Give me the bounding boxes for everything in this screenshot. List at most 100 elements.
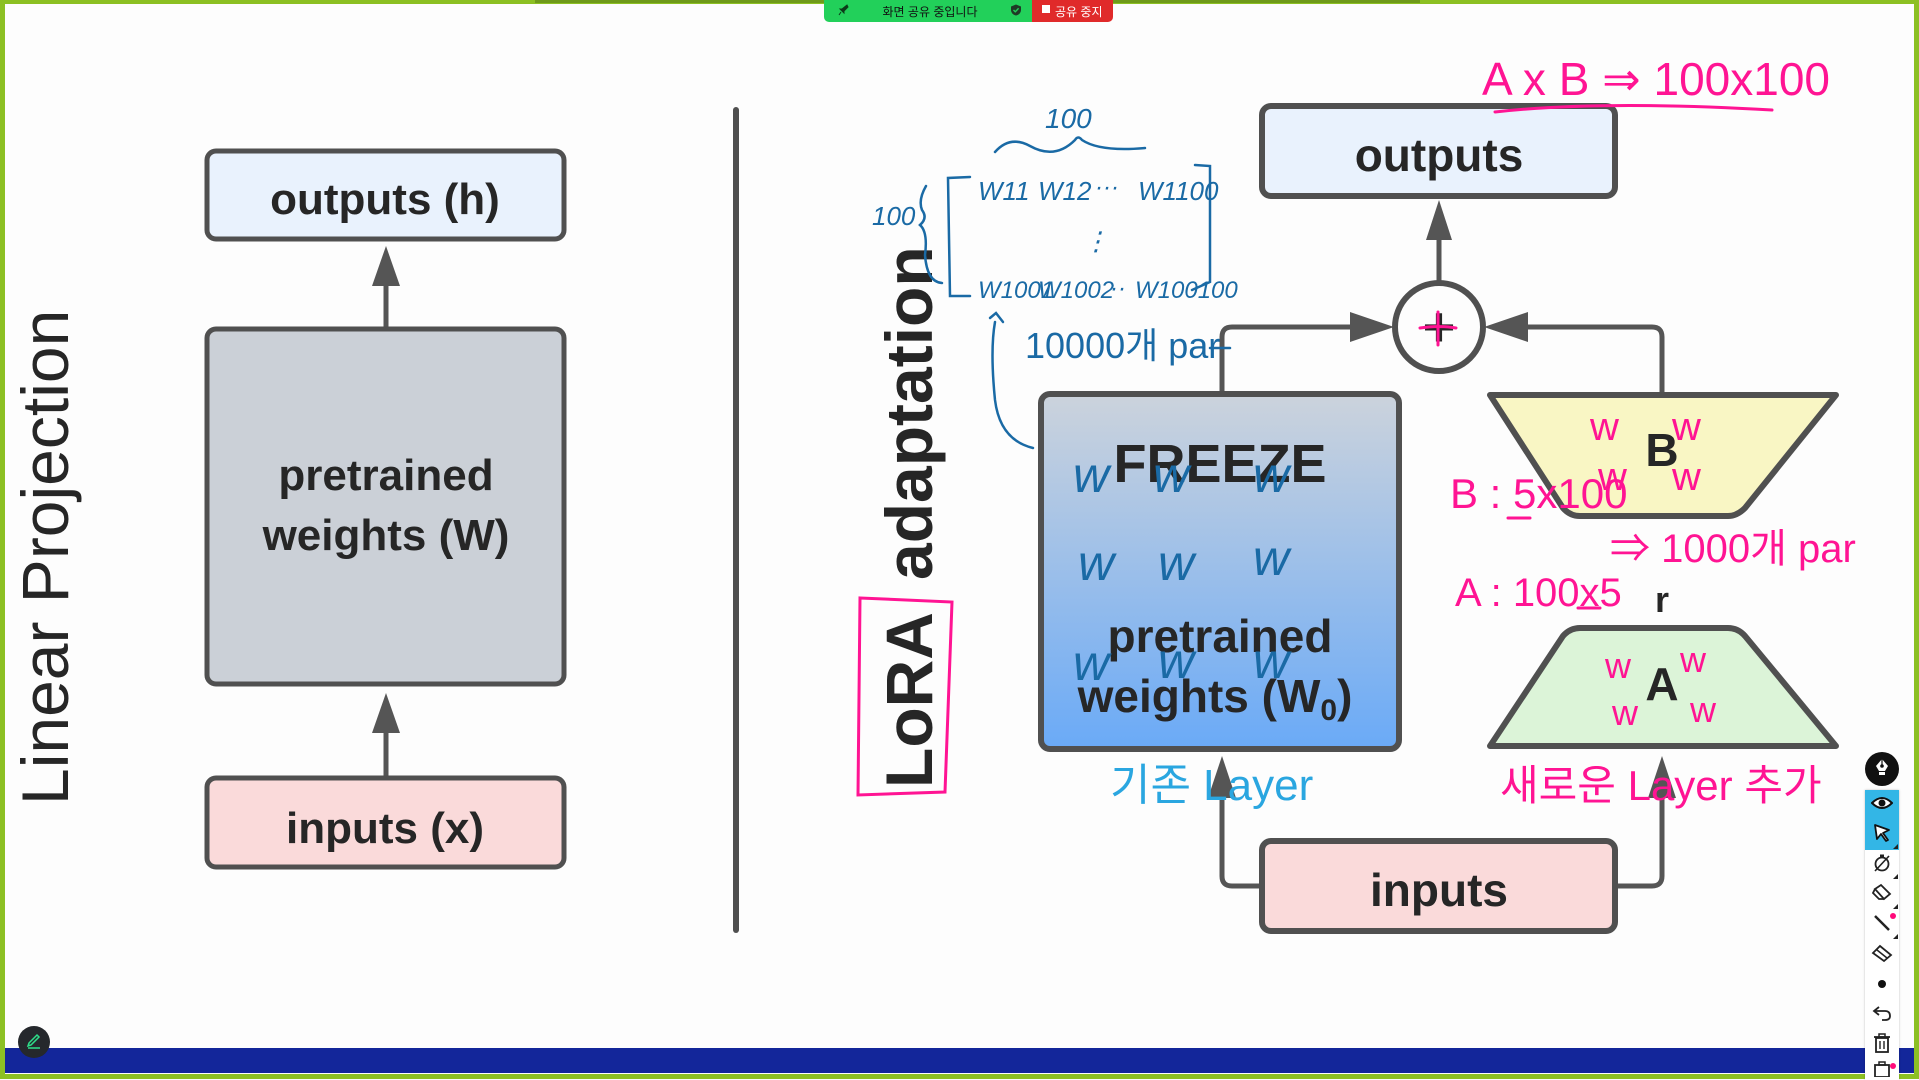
left-inputs-box: inputs (x)	[204, 775, 567, 870]
highlighter-icon	[1871, 883, 1893, 908]
w-mark: w	[1253, 633, 1292, 689]
highlighter-tool[interactable]	[1865, 880, 1899, 910]
left-arrow-up-top	[372, 246, 400, 328]
timer-tool[interactable]	[1865, 850, 1899, 880]
matrix-dots1: ···	[1095, 174, 1119, 201]
matrix-right-bracket	[1190, 163, 1212, 292]
lora-title-lora: LoRA	[872, 612, 946, 788]
freeze-weights-box: FREEZE pretrained weights (W0)	[1038, 391, 1402, 752]
line-tool[interactable]	[1865, 910, 1899, 940]
sharing-status-text: 화면 공유 중입니다	[882, 4, 978, 19]
pin-icon[interactable]	[838, 3, 850, 19]
lora-params-label: ⇒ 1000개 par	[1610, 527, 1856, 571]
b-matrix: B	[1487, 392, 1839, 519]
matrix-w12: W12	[1038, 176, 1092, 206]
submenu-indicator	[1893, 874, 1898, 879]
inputs-to-freeze-arrow	[1208, 756, 1262, 889]
w-mark: w	[1158, 633, 1197, 689]
w-mark-pink: w	[1671, 405, 1701, 449]
product-dims-label: A x B ⇒ 100x100	[1482, 53, 1830, 105]
dot-tool[interactable]	[1865, 970, 1899, 1000]
left-outputs-box: outputs (h)	[204, 148, 567, 242]
annotation-toolbar	[1864, 752, 1900, 1080]
rank-label: r	[1655, 579, 1669, 620]
w-mark: w	[1073, 447, 1112, 503]
submenu-indicator	[1893, 844, 1898, 849]
matrix-dots2: ··	[1110, 275, 1126, 302]
existing-layer-label: 기존 Layer	[1110, 761, 1313, 810]
blue-annotations	[918, 136, 1232, 450]
bottom-taskbar	[5, 1048, 1914, 1073]
row-brace	[918, 184, 944, 285]
clear-page-tool[interactable]	[1865, 1060, 1899, 1080]
submenu-indicator	[1893, 934, 1898, 939]
shield-icon	[1010, 4, 1022, 19]
screen-share-banner: 화면 공유 중입니다 공유 중지	[824, 0, 1113, 22]
col-brace	[993, 136, 1147, 154]
trash-icon	[1873, 1032, 1891, 1058]
new-layer-label: 새로운 Layer 추가	[1500, 762, 1822, 809]
linear-projection-title: Linear Projection	[8, 310, 82, 805]
matrix-w1002: W1002	[1038, 277, 1114, 304]
cursor-arrow-icon	[1872, 823, 1892, 848]
product-underline	[1493, 103, 1774, 114]
matrix-vdots: ⋮	[1083, 226, 1109, 256]
delete-tool[interactable]	[1865, 1030, 1899, 1060]
left-weights-line2: weights (W)	[262, 511, 510, 560]
w-mark-pink: w	[1589, 405, 1619, 449]
freeze-weights-line2: weights (W0)	[1077, 670, 1353, 727]
w-mark-pink: w	[1671, 455, 1701, 499]
w-mark: w	[1078, 535, 1117, 591]
matrix-w1100: W1100	[1138, 176, 1219, 206]
eraser-tool[interactable]	[1865, 940, 1899, 970]
plus-stroke	[1418, 310, 1458, 347]
inputs-to-a-arrow	[1615, 756, 1676, 889]
weights-w0-close: )	[1337, 670, 1352, 722]
eye-icon	[1870, 796, 1894, 815]
right-outputs-box: outputs	[1259, 103, 1618, 199]
sharing-status[interactable]: 화면 공유 중입니다	[824, 0, 1032, 22]
right-outputs-label: outputs	[1355, 129, 1524, 181]
w-mark: w	[1253, 447, 1292, 503]
w-mark-pink: w	[1689, 689, 1717, 730]
stopwatch-off-icon	[1872, 853, 1892, 878]
stop-sharing-button[interactable]: 공유 중지	[1032, 0, 1113, 22]
clear-page-icon	[1872, 1060, 1892, 1080]
stop-sharing-label: 공유 중지	[1055, 4, 1103, 19]
b-dims-label: B : 5x100	[1450, 470, 1627, 517]
stop-icon	[1042, 5, 1050, 13]
color-indicator-dot	[1890, 1063, 1896, 1069]
lora-highlight-box	[856, 596, 954, 797]
left-arrow-up-bottom	[372, 693, 400, 777]
left-inputs-label: inputs (x)	[286, 804, 484, 853]
a-matrix: A	[1487, 625, 1839, 749]
right-inputs-box: inputs	[1259, 838, 1618, 934]
freeze-weights-line1: pretrained	[1108, 610, 1333, 662]
w-mark: w	[1253, 530, 1292, 586]
a-label: A	[1645, 658, 1678, 710]
freeze-label: FREEZE	[1113, 434, 1326, 494]
select-tool[interactable]	[1865, 820, 1899, 850]
undo-icon	[1872, 1004, 1892, 1027]
w-mark-pink: w	[1611, 692, 1639, 733]
view-tool[interactable]	[1865, 790, 1899, 820]
pink-annotation-text: A x B ⇒ 100x100 B : 5x100 ⇒ 1000개 par A …	[1450, 53, 1856, 809]
color-indicator-dot	[1890, 913, 1896, 919]
lora-adaptation-title: LoRA adaptation	[872, 246, 946, 788]
w-mark: w	[1153, 447, 1192, 503]
eraser-icon	[1871, 943, 1893, 968]
w-mark-pink: w	[1604, 645, 1632, 686]
w-mark-pink: w	[1597, 455, 1627, 499]
w-mark-pink: w	[1679, 639, 1707, 680]
annotate-button[interactable]	[18, 1026, 50, 1058]
matrix-w1001: W1001	[978, 277, 1054, 304]
lora-title-adaptation: adaptation	[872, 246, 946, 580]
sum-to-output-arrow	[1426, 200, 1452, 282]
weights-w0-sub: 0	[1320, 694, 1337, 727]
b-to-sum-arrow	[1484, 312, 1665, 393]
pen-menu-button[interactable]	[1865, 752, 1899, 786]
matrix-left-bracket	[946, 175, 972, 298]
w-mark: w	[1158, 535, 1197, 591]
undo-tool[interactable]	[1865, 1000, 1899, 1030]
left-weights-line1: pretrained	[278, 451, 493, 500]
